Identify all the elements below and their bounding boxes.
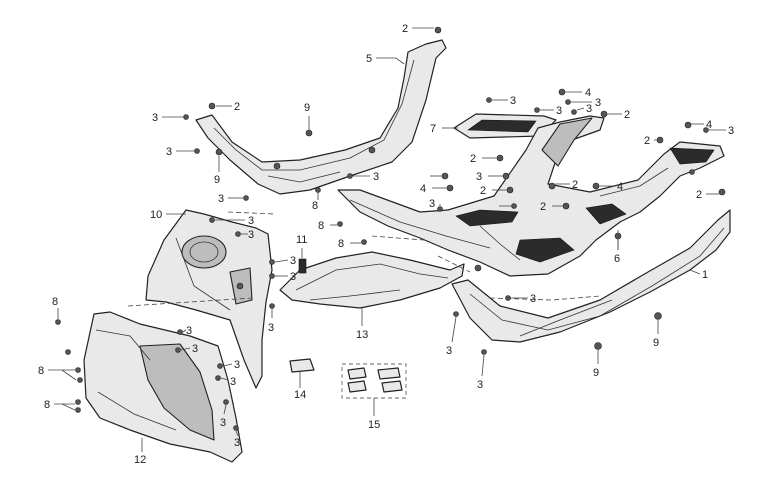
callout-14: 14: [294, 389, 306, 401]
callout-11: 11: [296, 234, 307, 246]
callout-7: 7: [430, 123, 436, 135]
callout-2: 2: [540, 201, 546, 213]
callout-9: 9: [593, 367, 599, 379]
callout-8: 8: [338, 238, 344, 250]
callout-3: 3: [220, 417, 226, 429]
callout-3: 3: [476, 171, 482, 183]
callout-9: 9: [214, 174, 220, 186]
callout-2: 2: [234, 101, 240, 113]
callout-2: 2: [470, 153, 476, 165]
callout-numbers: 2 5 2 3 9 3 9 3 3 8 8 8 3 4 3 3 4 3 3 2 …: [38, 23, 734, 466]
callout-2: 2: [572, 179, 578, 191]
callout-2: 2: [696, 189, 702, 201]
callout-2: 2: [624, 109, 630, 121]
callout-3: 3: [192, 343, 198, 355]
callout-3: 3: [556, 105, 562, 117]
callout-5: 5: [366, 53, 372, 65]
callout-8: 8: [52, 296, 58, 308]
callout-4: 4: [585, 87, 591, 99]
callout-2: 2: [402, 23, 408, 35]
callout-3: 3: [530, 293, 536, 305]
part-13-under-cover[interactable]: [279, 251, 465, 309]
callout-3: 3: [268, 322, 274, 334]
callout-3: 3: [152, 112, 158, 124]
callout-4: 4: [617, 181, 623, 193]
callout-8: 8: [44, 399, 50, 411]
part-6-step-floor[interactable]: [337, 115, 725, 277]
callout-4: 4: [706, 119, 712, 131]
callout-8: 8: [38, 365, 44, 377]
callout-13: 13: [356, 329, 368, 341]
callout-3: 3: [510, 95, 516, 107]
callout-3: 3: [218, 193, 224, 205]
callout-3: 3: [477, 379, 483, 391]
callout-3: 3: [186, 325, 192, 337]
callout-2: 2: [480, 185, 486, 197]
callout-3: 3: [248, 215, 254, 227]
part-14-pad[interactable]: [289, 358, 315, 373]
callout-8: 8: [312, 200, 318, 212]
part-1-side-cover[interactable]: [451, 209, 731, 343]
part-5-front-cowl[interactable]: [195, 39, 447, 195]
callout-3: 3: [166, 146, 172, 158]
part-10-inner-panel[interactable]: [145, 209, 273, 389]
callout-3: 3: [230, 376, 236, 388]
callout-3: 3: [248, 229, 254, 241]
fasteners: [48, 26, 726, 452]
callout-8: 8: [318, 220, 324, 232]
part-15-label-set[interactable]: [341, 363, 407, 399]
callout-3: 3: [290, 271, 296, 283]
callout-3: 3: [429, 198, 435, 210]
callout-12: 12: [134, 454, 146, 466]
callout-3: 3: [234, 437, 240, 449]
callout-4: 4: [420, 183, 426, 195]
callout-1: 1: [702, 269, 708, 281]
callout-3: 3: [373, 171, 379, 183]
callout-10: 10: [150, 209, 162, 221]
callout-3: 3: [595, 97, 601, 109]
callout-6: 6: [614, 253, 620, 265]
part-12-front-shield[interactable]: [83, 311, 243, 463]
part-7-floor-mat[interactable]: [453, 113, 557, 139]
callout-3: 3: [290, 255, 296, 267]
callout-2: 2: [644, 135, 650, 147]
callout-9: 9: [304, 102, 310, 114]
callout-3: 3: [586, 103, 592, 115]
callout-3: 3: [234, 359, 240, 371]
callout-15: 15: [368, 419, 380, 431]
callout-3: 3: [446, 345, 452, 357]
callout-3: 3: [728, 125, 734, 137]
part-11-label[interactable]: [298, 258, 307, 274]
callout-9: 9: [653, 337, 659, 349]
